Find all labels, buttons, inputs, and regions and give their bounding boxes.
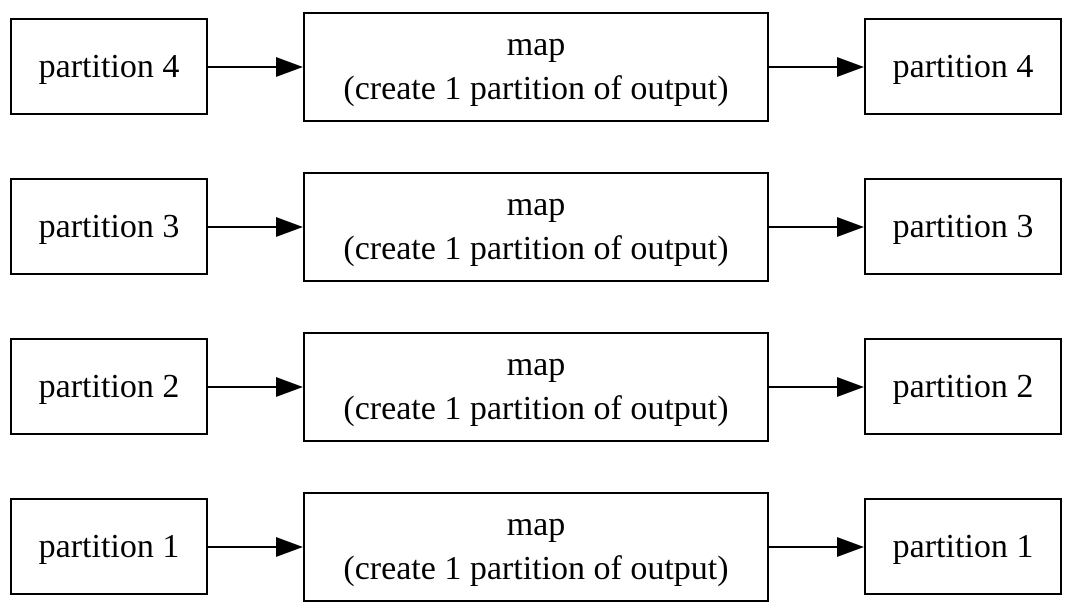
map-node: map (create 1 partition of output) — [303, 12, 769, 122]
map-node: map (create 1 partition of output) — [303, 492, 769, 602]
output-partition-node: partition 3 — [864, 178, 1062, 275]
map-subtitle: (create 1 partition of output) — [343, 390, 729, 427]
map-node: map (create 1 partition of output) — [303, 172, 769, 282]
output-partition-node: partition 4 — [864, 18, 1062, 115]
map-subtitle: (create 1 partition of output) — [343, 230, 729, 267]
input-partition-node: partition 3 — [10, 178, 208, 275]
arrow-map-to-output — [769, 537, 864, 557]
input-partition-node: partition 1 — [10, 498, 208, 595]
arrow-map-to-output — [769, 217, 864, 237]
map-title: map — [506, 346, 566, 383]
output-partition-label: partition 1 — [892, 527, 1034, 565]
arrow-input-to-map — [208, 537, 303, 557]
map-subtitle: (create 1 partition of output) — [343, 70, 729, 107]
input-partition-label: partition 3 — [38, 207, 180, 245]
map-node: map (create 1 partition of output) — [303, 332, 769, 442]
input-partition-node: partition 4 — [10, 18, 208, 115]
output-partition-label: partition 4 — [892, 47, 1034, 85]
arrow-map-to-output — [769, 57, 864, 77]
arrow-map-to-output — [769, 377, 864, 397]
diagram-row: partition 1 map (create 1 partition of o… — [0, 492, 1072, 602]
map-subtitle: (create 1 partition of output) — [343, 550, 729, 587]
arrow-input-to-map — [208, 217, 303, 237]
arrow-input-to-map — [208, 57, 303, 77]
output-partition-node: partition 2 — [864, 338, 1062, 435]
input-partition-label: partition 2 — [38, 367, 180, 405]
output-partition-node: partition 1 — [864, 498, 1062, 595]
diagram-row: partition 2 map (create 1 partition of o… — [0, 332, 1072, 442]
output-partition-label: partition 3 — [892, 207, 1034, 245]
arrow-input-to-map — [208, 377, 303, 397]
input-partition-label: partition 1 — [38, 527, 180, 565]
input-partition-label: partition 4 — [38, 47, 180, 85]
map-title: map — [506, 506, 566, 543]
map-title: map — [506, 186, 566, 223]
output-partition-label: partition 2 — [892, 367, 1034, 405]
map-title: map — [506, 26, 566, 63]
input-partition-node: partition 2 — [10, 338, 208, 435]
diagram-row: partition 4 map (create 1 partition of o… — [0, 12, 1072, 122]
diagram-row: partition 3 map (create 1 partition of o… — [0, 172, 1072, 282]
